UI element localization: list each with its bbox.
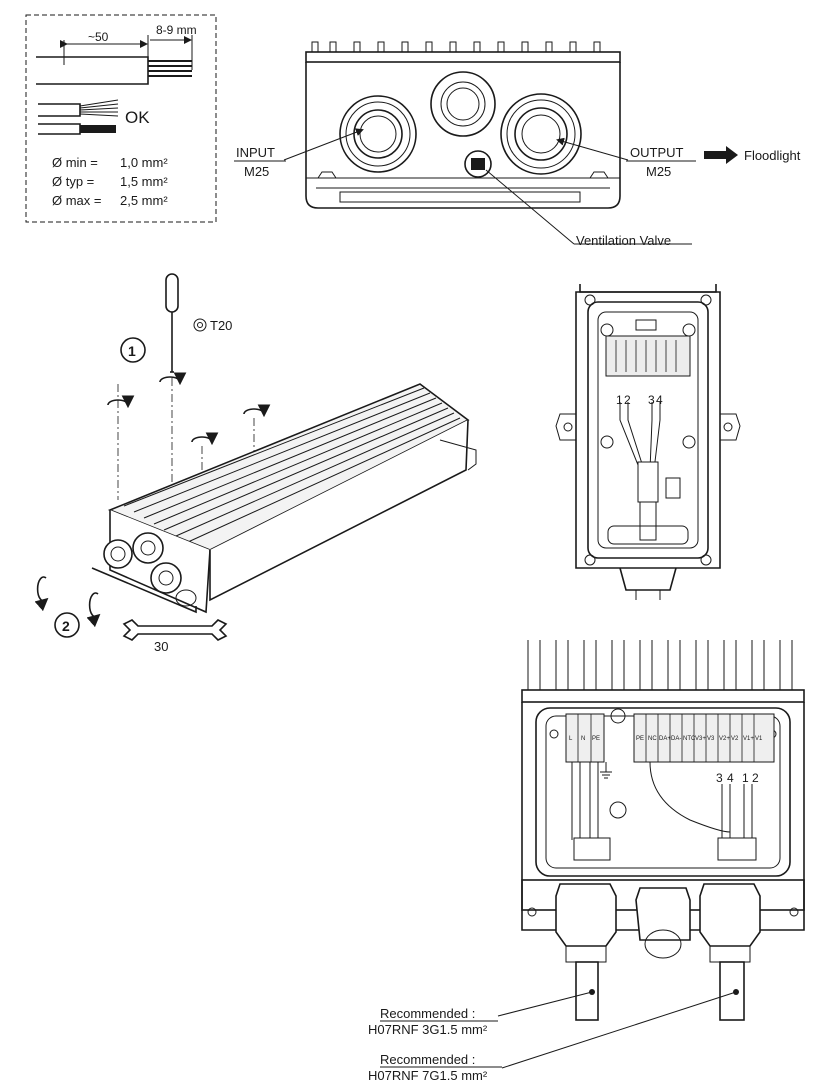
assembly-view: T20 1 2 bbox=[34, 273, 477, 654]
typ-value: 1,5 mm² bbox=[120, 174, 168, 189]
term-right-label-10: V1+ bbox=[743, 736, 754, 742]
min-label: Ø min = bbox=[52, 155, 98, 170]
term-right-label-5: NTC bbox=[683, 736, 696, 742]
term-right-label-2: NC bbox=[648, 736, 657, 742]
term-right-label-8: V2+ bbox=[719, 736, 730, 742]
dim-50-label: ~50 bbox=[88, 30, 109, 44]
term-right-label-3: DA+ bbox=[659, 736, 671, 742]
rec2-title: Recommended : bbox=[380, 1052, 475, 1067]
term-right-label-7: V3 bbox=[707, 736, 715, 742]
term-left-label-1: L bbox=[569, 736, 573, 742]
output-size: M25 bbox=[646, 164, 671, 179]
small-terminal-view: 1 2 3 4 bbox=[555, 284, 741, 600]
max-label: Ø max = bbox=[52, 193, 102, 208]
small-term-num-4: 4 bbox=[656, 393, 663, 407]
small-term-num-2: 2 bbox=[624, 393, 631, 407]
term-right-label-1: PE bbox=[636, 736, 644, 742]
small-term-num-1: 1 bbox=[616, 393, 623, 407]
term-left-label-3: PE bbox=[592, 736, 600, 742]
dim-8-9-label: 8-9 mm bbox=[156, 23, 197, 37]
output-label: OUTPUT bbox=[630, 145, 684, 160]
input-size: M25 bbox=[244, 164, 269, 179]
min-value: 1,0 mm² bbox=[120, 155, 168, 170]
large-term-num-1: 1 bbox=[742, 771, 749, 785]
wire-strip-panel: ~50 8-9 mm OK Ø min = 1,0 mm² Ø typ = 1,… bbox=[25, 14, 217, 223]
rec1-title: Recommended : bbox=[380, 1006, 475, 1021]
floodlight-label: Floodlight bbox=[744, 148, 801, 163]
typ-label: Ø typ = bbox=[52, 174, 94, 189]
large-term-num-4: 4 bbox=[727, 771, 734, 785]
ventilation-label: Ventilation Valve bbox=[576, 233, 671, 248]
gland-end-view: INPUT M25 OUTPUT M25 Floodlight Ventilat… bbox=[234, 41, 801, 248]
step-2-label: 2 bbox=[62, 618, 70, 634]
term-right-label-4: DA- bbox=[671, 736, 681, 742]
large-terminal-view: L N PE PE NC DA+ DA- NTC V3+ V3 V2+ V2 V… bbox=[368, 640, 805, 1083]
ok-label: OK bbox=[125, 108, 150, 127]
term-left-label-2: N bbox=[581, 736, 585, 742]
rec1-spec: H07RNF 3G1.5 mm² bbox=[368, 1022, 488, 1037]
front-glands bbox=[103, 532, 182, 594]
large-term-num-3: 3 bbox=[716, 771, 723, 785]
term-right-label-11: V1 bbox=[755, 736, 763, 742]
wrench-size-label: 30 bbox=[154, 639, 168, 654]
step-1-label: 1 bbox=[128, 343, 136, 359]
max-value: 2,5 mm² bbox=[120, 193, 168, 208]
term-right-label-6: V3+ bbox=[695, 736, 706, 742]
small-term-num-3: 3 bbox=[648, 393, 655, 407]
large-term-num-2: 2 bbox=[752, 771, 759, 785]
rec2-spec: H07RNF 7G1.5 mm² bbox=[368, 1068, 488, 1083]
input-label: INPUT bbox=[236, 145, 275, 160]
term-right-label-9: V2 bbox=[731, 736, 739, 742]
torx-label: T20 bbox=[210, 318, 232, 333]
